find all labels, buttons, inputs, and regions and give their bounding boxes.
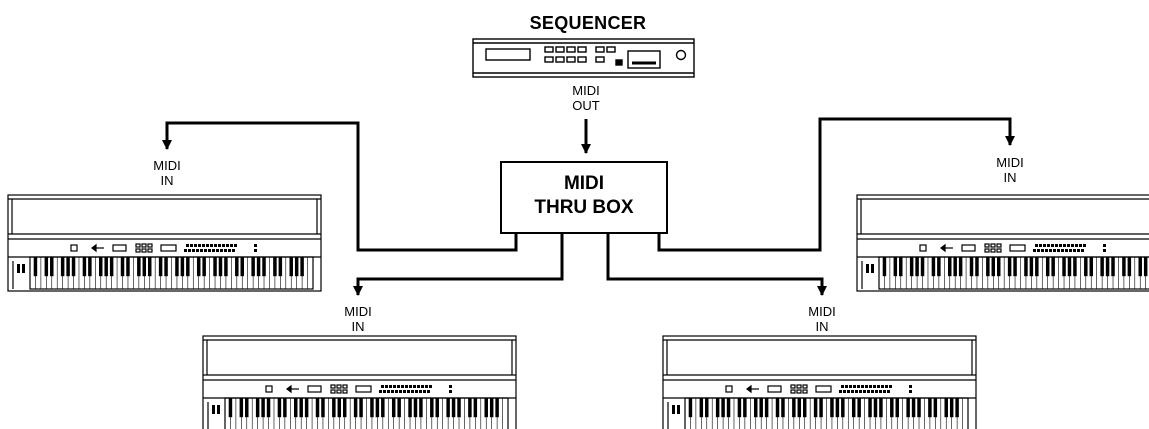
sequencer-device — [473, 39, 694, 77]
keyboard-right — [857, 195, 1149, 291]
cable-to-keyboard-bottom-right — [608, 234, 822, 295]
keyboard-left — [8, 195, 321, 291]
keyboard-bottom-right — [663, 336, 976, 429]
midi-thru-box: MIDI THRU BOX — [500, 161, 668, 234]
keyboard-bottom-left — [203, 336, 516, 429]
cable-to-keyboard-bottom-left — [358, 234, 562, 295]
sequencer-title: SEQUENCER — [468, 13, 708, 34]
